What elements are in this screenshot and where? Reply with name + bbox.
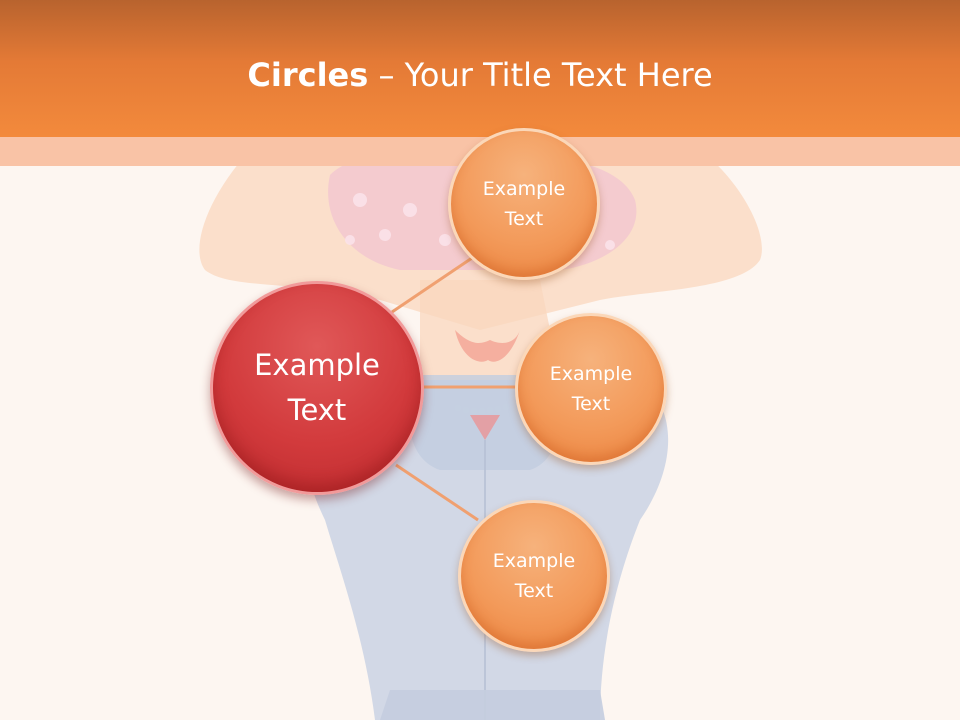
- bottom-circle-label: Example Text: [492, 550, 576, 602]
- title-separator: –: [368, 56, 405, 94]
- title-rest: Your Title Text Here: [404, 56, 713, 94]
- slide-title[interactable]: Circles – Your Title Text Here: [0, 52, 960, 98]
- title-bold: Circles: [247, 56, 369, 94]
- top-circle-label: Example Text: [482, 178, 566, 230]
- header-bar: [0, 0, 960, 137]
- connector-bottom: [395, 463, 479, 522]
- main-circle-label: Example Text: [254, 348, 380, 427]
- main-circle[interactable]: Example Text: [210, 281, 424, 495]
- middle-circle-label: Example Text: [549, 363, 633, 415]
- connector-top: [391, 256, 473, 314]
- middle-circle[interactable]: Example Text: [515, 313, 667, 465]
- bottom-circle[interactable]: Example Text: [458, 500, 610, 652]
- top-circle[interactable]: Example Text: [448, 128, 600, 280]
